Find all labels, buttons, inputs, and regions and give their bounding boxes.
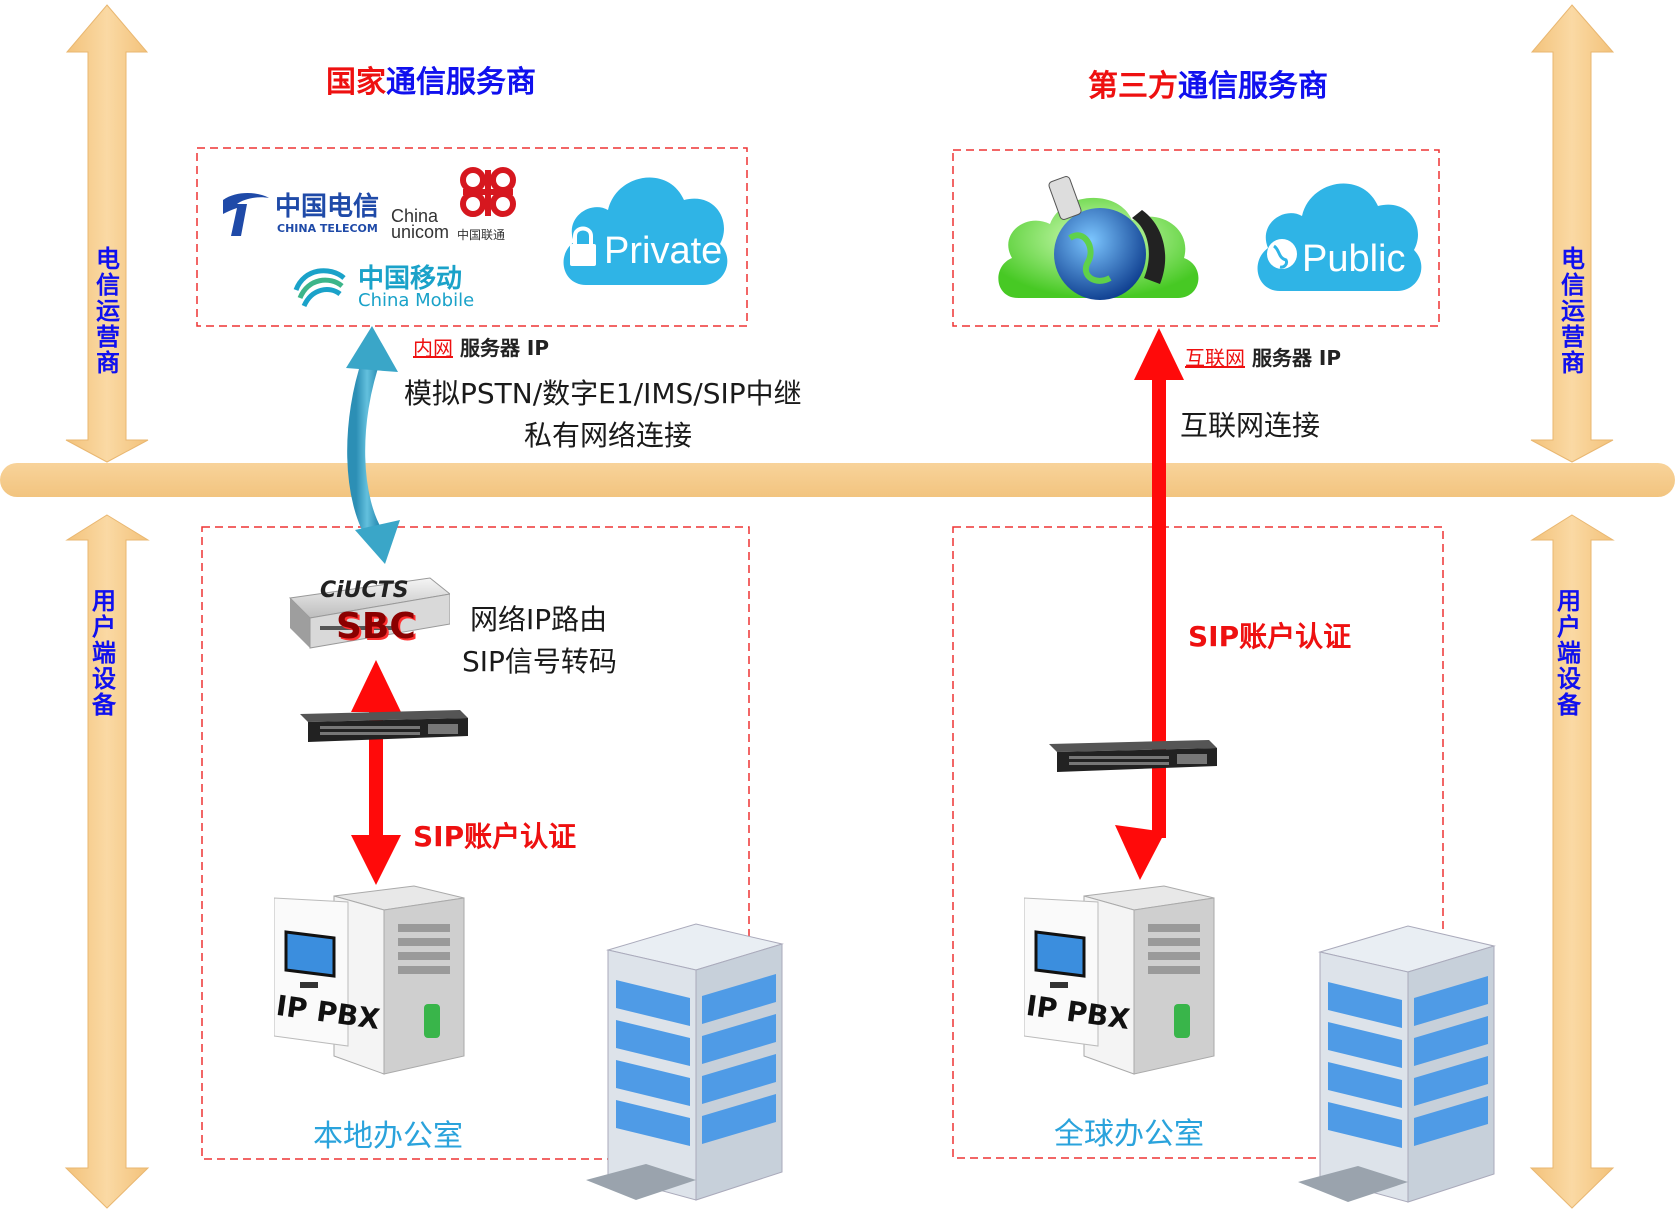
sip-auth-label-left: SIP账户认证 (413, 820, 577, 853)
globe-phone-icon (998, 176, 1199, 300)
china-telecom-logo: 中国电信 CHINA TELECOM (217, 186, 387, 242)
mobile-wave-icon (293, 268, 346, 308)
side-arrow-bottom-right (1529, 514, 1615, 1209)
public-cloud-label: Public (1302, 238, 1406, 280)
side-label-bottom-left: 用户端设备 (92, 587, 116, 719)
title-third-red: 第三方 (1088, 69, 1178, 104)
sbc-desc-routing: 网络IP路由 (470, 603, 608, 636)
network-switch-right (1049, 740, 1217, 772)
public-cloud: Public (1250, 166, 1426, 298)
user-box-right (952, 526, 1444, 1159)
carrier-box-right (952, 149, 1440, 327)
private-server-ip-text: 服务器 IP (453, 336, 550, 360)
internet-server-ip-label: 互联网 服务器 IP (1185, 342, 1341, 371)
private-cloud: Private (556, 160, 732, 292)
mobile-en-text: China Mobile (358, 290, 475, 311)
telecom-en-text: CHINA TELECOM (277, 222, 378, 235)
side-label-top-left: 电信运营商 (96, 245, 120, 377)
unicom-en1-text: China (391, 206, 439, 226)
office-building-left (586, 923, 784, 1201)
ip-pbx-left: IP PBX (274, 876, 474, 1076)
private-link-line1: 模拟PSTN/数字E1/IMS/SIP中继 (404, 377, 802, 410)
cloud-icon (563, 177, 728, 286)
unicom-en2-text: unicom (391, 222, 450, 242)
side-arrow-top-right (1530, 4, 1615, 463)
title-national-red: 国家 (326, 65, 386, 100)
divider-band (0, 463, 1675, 497)
private-cloud-label: Private (604, 230, 723, 272)
pbx-server-icon (274, 885, 465, 1075)
auth-arrow-left (351, 660, 401, 885)
cloud-icon (1257, 183, 1422, 292)
sip-auth-label-right: SIP账户认证 (1188, 620, 1352, 653)
title-third-party-carrier: 第三方通信服务商 (1088, 61, 1328, 105)
side-label-top-right: 电信运营商 (1561, 245, 1585, 377)
private-network-word: 内网 (413, 336, 453, 360)
sbc-appliance-icon (288, 577, 450, 649)
office-label-local: 本地办公室 (313, 1119, 463, 1154)
internet-telephony-graphic (992, 158, 1212, 318)
sbc-model-text: SBC (336, 606, 416, 647)
sbc-device: CiUCTS SBC (280, 568, 450, 658)
auth-arrow-right (1115, 328, 1184, 880)
unicom-cn-text: 中国联通 (457, 228, 506, 242)
telecom-cn-text: 中国电信 (275, 192, 380, 222)
sbc-brand-text: CiUCTS (320, 578, 409, 603)
internet-word: 互联网 (1185, 346, 1245, 370)
network-switch-left (300, 710, 468, 742)
internet-link-text: 互联网连接 (1180, 409, 1321, 442)
private-server-ip-label: 内网 服务器 IP (413, 332, 549, 361)
side-arrow-top-left (65, 4, 149, 463)
china-unicom-logo: China unicom 中国联通 (391, 166, 531, 246)
unicom-knot-icon (460, 167, 516, 217)
carrier-box-left (196, 147, 748, 327)
ip-pbx-right: IP PBX (1024, 876, 1224, 1076)
user-box-left (201, 526, 750, 1160)
lock-icon (570, 226, 596, 266)
side-label-bottom-right: 用户端设备 (1557, 587, 1581, 719)
title-national-carrier: 国家通信服务商 (326, 57, 536, 101)
telecom-swirl-icon (223, 193, 269, 236)
title-national-blue: 通信服务商 (386, 65, 536, 100)
side-arrow-bottom-left (64, 514, 150, 1209)
china-mobile-logo: 中国移动 China Mobile (290, 258, 490, 314)
pbx-server-icon (1024, 885, 1215, 1075)
private-link-arrow (346, 326, 400, 564)
office-label-global: 全球办公室 (1054, 1117, 1204, 1152)
sbc-desc-transcoding: SIP信号转码 (462, 645, 617, 678)
private-link-line2: 私有网络连接 (524, 419, 693, 452)
office-building-right (1298, 925, 1496, 1203)
mobile-cn-text: 中国移动 (358, 264, 463, 294)
globe-icon (1267, 239, 1297, 269)
internet-server-ip-text: 服务器 IP (1245, 346, 1342, 370)
title-third-blue: 通信服务商 (1178, 69, 1328, 104)
